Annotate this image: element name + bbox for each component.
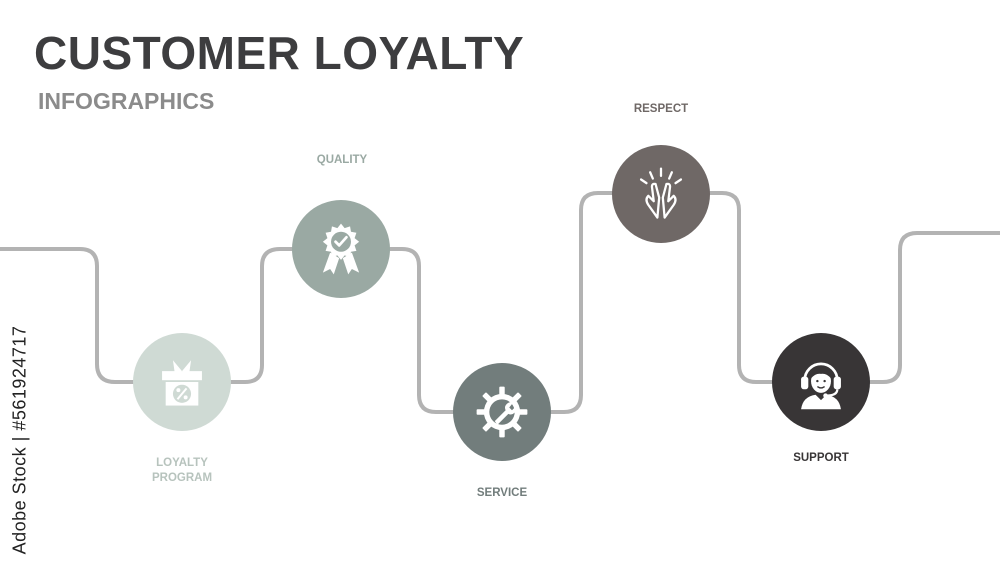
service-label: SERVICE	[476, 487, 528, 499]
page-subtitle: INFOGRAPHICS	[38, 88, 215, 114]
respect-circle	[612, 145, 710, 243]
quality-label: QUALITY	[316, 154, 368, 166]
side-watermark-text: Adobe Stock | #561924717	[9, 325, 30, 555]
quality-badge-icon	[322, 223, 360, 275]
support-agent-icon	[801, 362, 841, 410]
support-label: SUPPORT	[793, 452, 849, 464]
support-circle	[772, 333, 870, 431]
loyalty-program-circle	[133, 333, 231, 431]
loyalty-program-label: LOYALTY PROGRAM	[151, 457, 213, 484]
quality-circle	[292, 200, 390, 298]
gear-wrench-icon	[476, 386, 528, 438]
respect-label: RESPECT	[633, 103, 689, 115]
service-circle	[453, 363, 551, 461]
page-title: CUSTOMER LOYALTY	[34, 27, 525, 79]
clapping-hands-icon	[639, 167, 683, 219]
side-watermark: Adobe Stock | #561924717	[6, 326, 34, 555]
gift-percent-icon	[162, 360, 202, 406]
